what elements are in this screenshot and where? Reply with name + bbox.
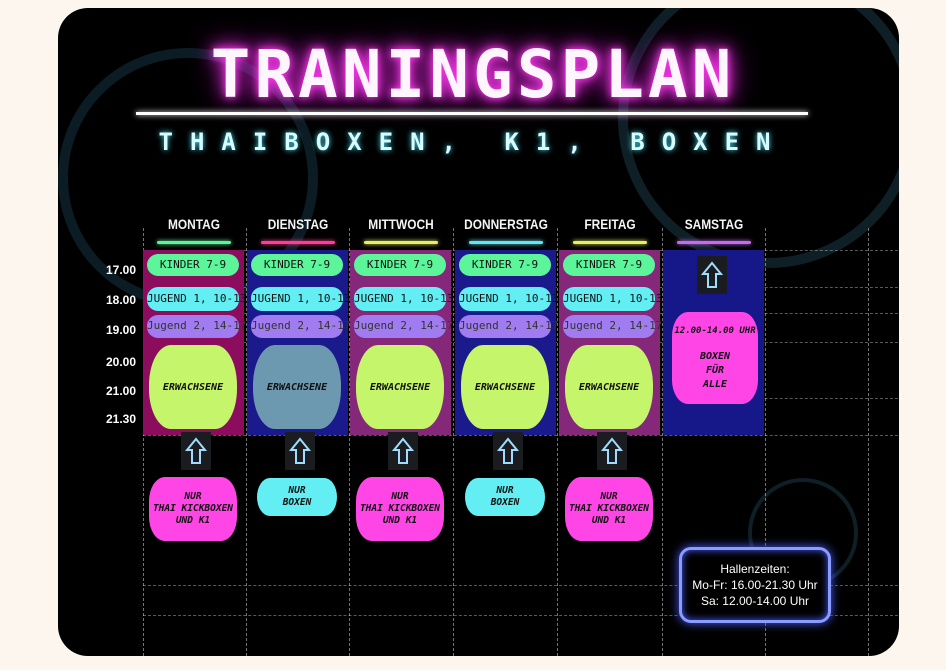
page-title: TRANINGSPLAN [210, 36, 736, 113]
grid-line-horizontal [143, 435, 903, 436]
day-underline [469, 241, 543, 244]
hours-title: Hallenzeiten: [720, 562, 790, 576]
day-header: MITTWOCH [368, 216, 434, 232]
day-header: SAMSTAG [684, 216, 744, 232]
class-jugend-2[interactable]: Jugend 2, 14-17 [354, 315, 453, 338]
note-line: THAI KICKBOXEN [359, 503, 441, 514]
class-boxen-fuer-alle[interactable]: 12.00-14.00 UHR BOXEN FÜR ALLE [672, 312, 758, 404]
saturday-line: BOXEN [699, 351, 731, 362]
day-underline [677, 241, 751, 244]
note-line: UND K1 [382, 515, 418, 526]
arrow-up-icon [388, 432, 418, 470]
class-jugend-2[interactable]: Jugend 2, 14-17 [459, 315, 558, 338]
class-jugend-1[interactable]: JUGEND 1, 10-13 [147, 287, 246, 311]
class-kinder[interactable]: KINDER 7-9 [459, 254, 551, 276]
arrow-up-icon [181, 432, 211, 470]
class-erwachsene[interactable]: ERWACHSENE [461, 345, 549, 429]
note-line: UND K1 [175, 515, 211, 526]
arrow-up-icon [285, 432, 315, 470]
note-line: NUR [184, 491, 202, 502]
day-underline [364, 241, 438, 244]
note-line: NUR [496, 485, 514, 496]
class-jugend-1[interactable]: JUGEND 1, 10-13 [459, 287, 558, 311]
saturday-line: FÜR [705, 365, 725, 376]
grid-line-horizontal [143, 585, 903, 586]
class-kinder[interactable]: KINDER 7-9 [354, 254, 446, 276]
grid-line-vertical [143, 228, 144, 656]
note-line: BOXEN [490, 497, 520, 508]
class-erwachsene[interactable]: ERWACHSENE [356, 345, 444, 429]
class-jugend-1[interactable]: JUGEND 1, 10-13 [563, 287, 662, 311]
saturday-time: 12.00-14.00 UHR [674, 326, 756, 336]
note-line: THAI KICKBOXEN [152, 503, 234, 514]
class-jugend-1[interactable]: JUGEND 1, 10-13 [354, 287, 453, 311]
grid-line-vertical [453, 228, 454, 656]
class-kinder[interactable]: KINDER 7-9 [563, 254, 655, 276]
day-header: FREITAG [584, 216, 636, 232]
time-label: 21.00 [105, 384, 136, 398]
class-erwachsene[interactable]: ERWACHSENE [565, 345, 653, 429]
arrow-up-icon [597, 432, 627, 470]
note-line: NUR [391, 491, 409, 502]
note-line: UND K1 [591, 515, 627, 526]
class-jugend-2[interactable]: Jugend 2, 14-17 [563, 315, 662, 338]
note-line: THAI KICKBOXEN [568, 503, 650, 514]
time-label: 19.00 [105, 323, 136, 337]
grid-line-vertical [349, 228, 350, 656]
day-header: DONNERSTAG [464, 216, 548, 232]
day-underline [157, 241, 231, 244]
time-label: 21.30 [105, 412, 136, 426]
day-header: DIENSTAG [267, 216, 329, 232]
grid-line-horizontal [143, 615, 903, 616]
class-jugend-2[interactable]: Jugend 2, 14-17 [147, 315, 246, 338]
grid-line-vertical [765, 228, 766, 656]
time-label: 17.00 [105, 263, 136, 277]
opening-hours-box: Hallenzeiten: Mo-Fr: 16.00-21.30 Uhr Sa:… [679, 547, 831, 623]
time-label: 18.00 [105, 293, 136, 307]
grid-line-vertical [246, 228, 247, 656]
note-line: BOXEN [282, 497, 312, 508]
hours-weekday: Mo-Fr: 16.00-21.30 Uhr [692, 578, 818, 592]
class-erwachsene[interactable]: ERWACHSENE [149, 345, 237, 429]
page-subtitle: THAIBOXEN, K1, BOXEN [158, 128, 788, 156]
class-kinder[interactable]: KINDER 7-9 [147, 254, 239, 276]
time-label: 20.00 [105, 355, 136, 369]
note-line: NUR [600, 491, 618, 502]
arrow-up-icon [697, 256, 727, 294]
class-erwachsene[interactable]: ERWACHSENE [253, 345, 341, 429]
grid-line-vertical [868, 228, 869, 656]
class-kinder[interactable]: KINDER 7-9 [251, 254, 343, 276]
grid-line-vertical [662, 228, 663, 656]
arrow-up-icon [493, 432, 523, 470]
title-underline [136, 112, 808, 115]
class-jugend-2[interactable]: Jugend 2, 14-17 [251, 315, 350, 338]
note-line: NUR [288, 485, 306, 496]
day-underline [261, 241, 335, 244]
day-underline [573, 241, 647, 244]
hours-saturday: Sa: 12.00-14.00 Uhr [700, 594, 810, 608]
class-jugend-1[interactable]: JUGEND 1, 10-13 [251, 287, 350, 311]
saturday-line: ALLE [702, 379, 728, 390]
day-header: MONTAG [167, 216, 221, 232]
grid-line-vertical [557, 228, 558, 656]
